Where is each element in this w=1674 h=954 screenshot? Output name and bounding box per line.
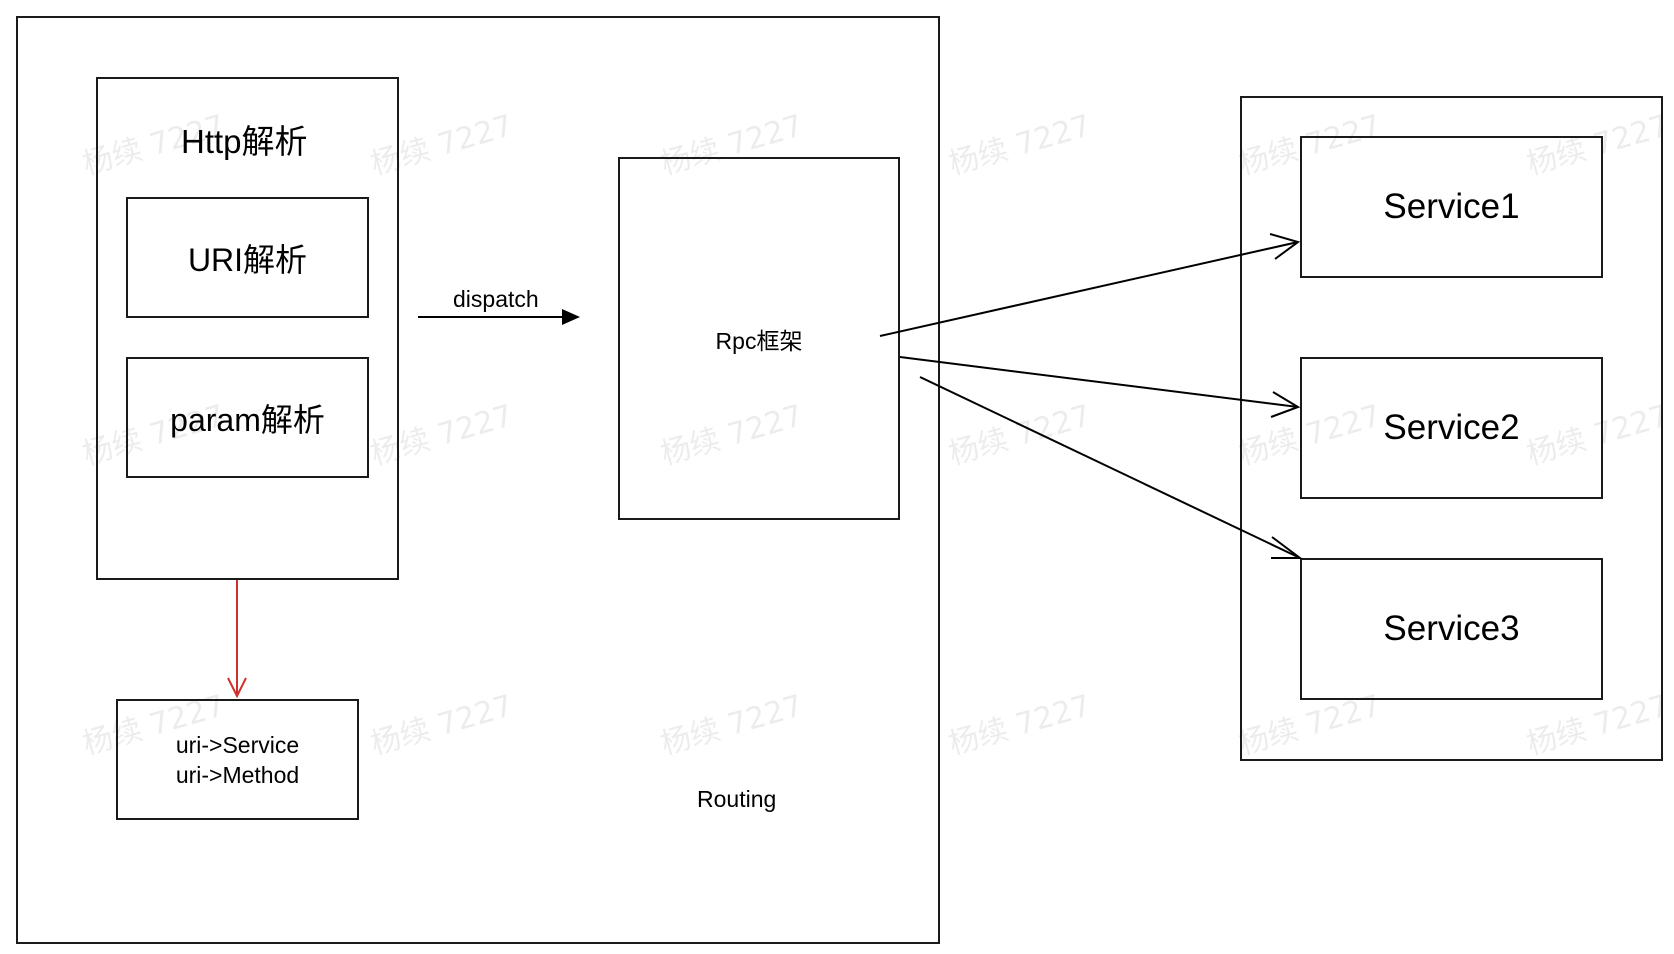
http-parse-box [96, 77, 399, 580]
rpc-framework-label: Rpc框架 [715, 327, 803, 354]
rpc-to-service1-line [879, 241, 1299, 337]
uri-service-mapping: uri->Service [175, 731, 300, 758]
uri-parse-box: URI解析 [126, 197, 369, 318]
service3-label: Service3 [1383, 609, 1520, 648]
service1-box: Service1 [1300, 136, 1603, 278]
rpc-to-service2-line [899, 356, 1299, 408]
service1-label: Service1 [1383, 187, 1520, 226]
uri-method-mapping: uri->Method [175, 761, 300, 788]
service2-label: Service2 [1383, 408, 1520, 447]
dispatch-label: dispatch [453, 286, 539, 312]
watermark-text: 杨续 7227 [944, 398, 1095, 473]
service3-box: Service3 [1300, 558, 1603, 700]
service2-box: Service2 [1300, 357, 1603, 499]
uri-mapping-box: uri->Service uri->Method [116, 699, 359, 820]
param-parse-label: param解析 [170, 401, 325, 438]
watermark-text: 杨续 7227 [944, 688, 1095, 763]
http-parse-title: Http解析 [181, 123, 308, 160]
routing-label: Routing [697, 786, 777, 812]
param-parse-box: param解析 [126, 357, 369, 478]
watermark-text: 杨续 7227 [944, 108, 1095, 183]
uri-parse-label: URI解析 [187, 241, 308, 278]
rpc-framework-box: Rpc框架 [618, 157, 900, 520]
